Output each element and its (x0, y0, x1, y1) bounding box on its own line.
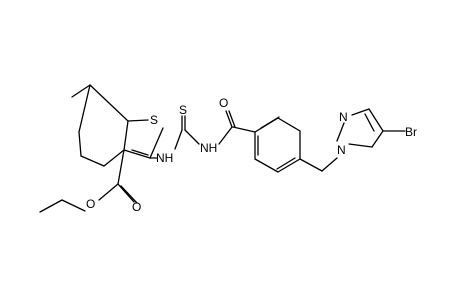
atom-n2-pyrazole: N (339, 110, 348, 124)
atom-labels: S NH S NH O O O N N Br (86, 96, 417, 214)
atom-br: Br (405, 125, 417, 139)
atom-o-amide: O (219, 96, 228, 110)
atom-s-thiophene: S (150, 113, 158, 127)
atom-o-ester-carbonyl: O (132, 200, 141, 214)
atom-o-ester: O (86, 197, 95, 211)
atom-s-thiourea: S (179, 103, 187, 117)
atom-nh-right: NH (200, 141, 217, 155)
atom-nh-left: NH (156, 151, 173, 165)
bond-lines (39, 84, 406, 213)
atom-n1-pyrazole: N (337, 143, 346, 157)
